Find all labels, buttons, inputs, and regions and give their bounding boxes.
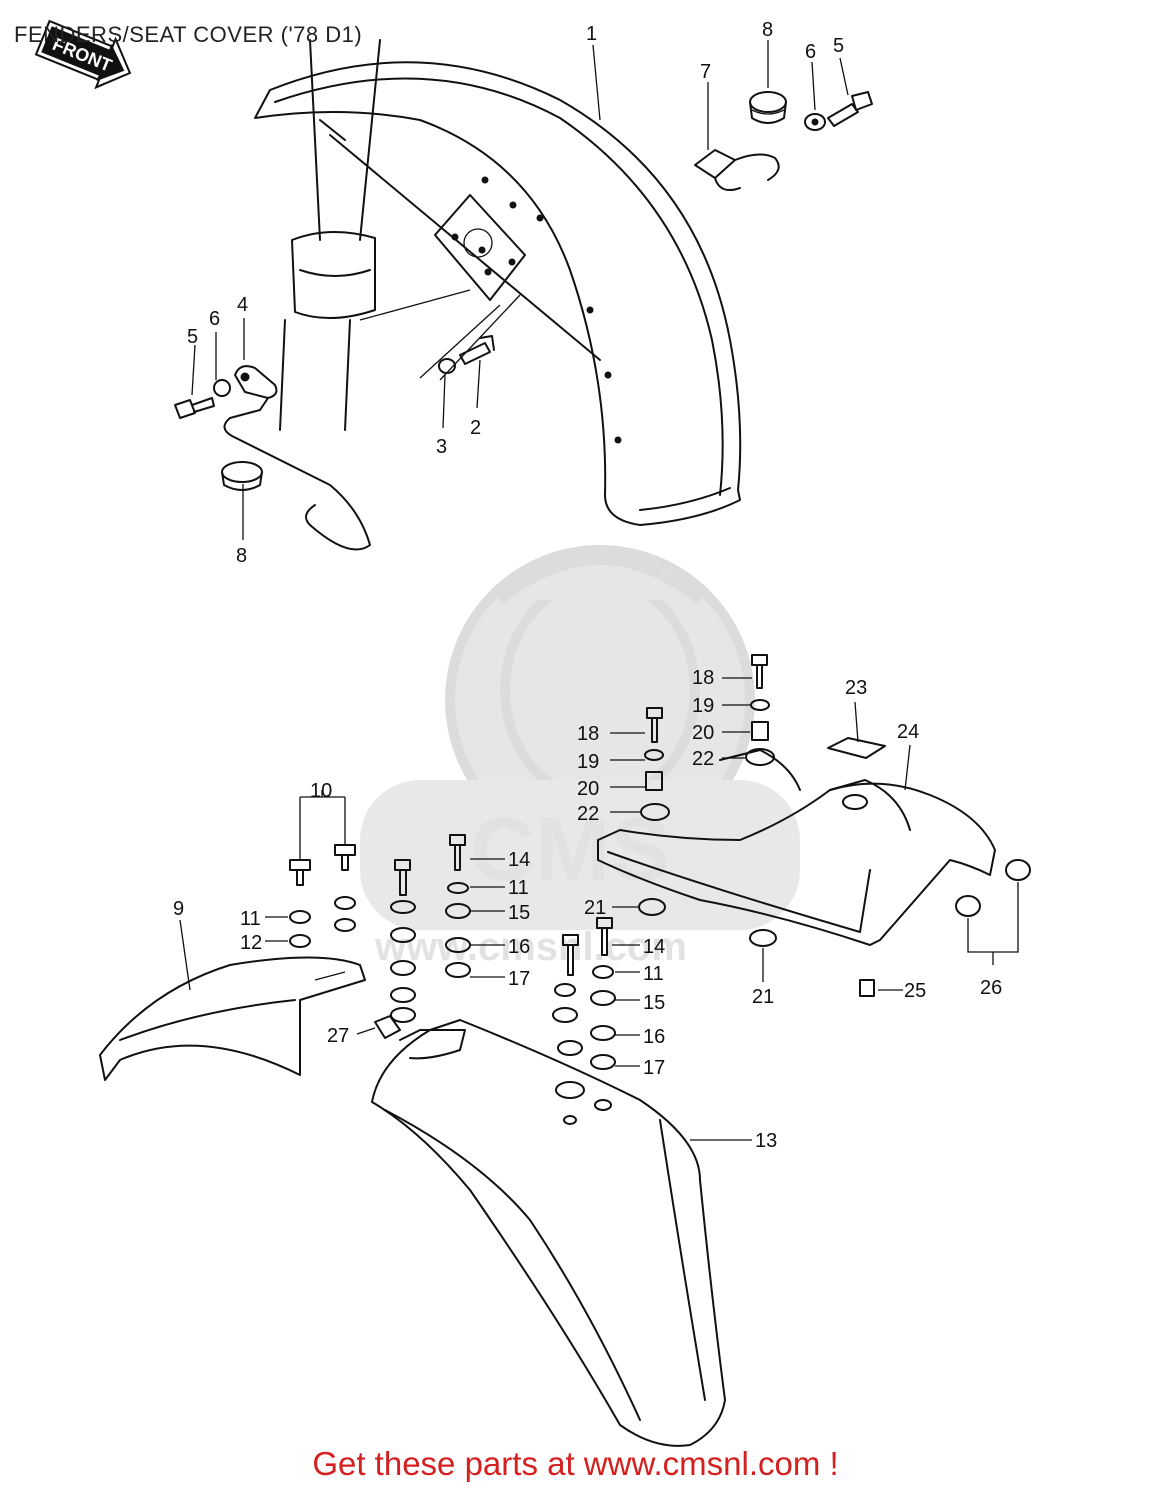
callout-21-b: 21 [752,986,774,1008]
callout-12: 12 [240,932,262,954]
callout-25: 25 [904,980,926,1002]
bolt-10-left [289,859,311,886]
watermark-logo: CMS [470,800,670,900]
bolt-10-right [334,844,356,871]
callout-26: 26 [980,977,1002,999]
clip-25 [859,979,875,997]
nut-6-left [213,379,231,397]
grommets-26 [955,859,1031,917]
grommet-8-lower [221,461,263,491]
callout-8-lower: 8 [236,545,247,567]
callout-15-a: 15 [508,902,530,924]
callout-5-top: 5 [833,35,844,57]
callout-22-a: 22 [577,803,599,825]
watermark-url: www.cmsnl.com [374,925,687,969]
front-fender [254,61,742,526]
callout-3: 3 [436,436,447,458]
grommet-8-top [749,91,787,124]
callout-15-b: 15 [643,992,665,1014]
callout-2: 2 [470,417,481,439]
callout-4: 4 [237,294,248,316]
callout-20-b: 20 [692,722,714,744]
washer-stack-mid [334,859,416,1023]
bolt-2 [459,335,495,365]
callout-24: 24 [897,721,919,743]
callout-5-left: 5 [187,326,198,348]
rear-fender-13 [371,1019,726,1447]
bolt-5-top [827,91,873,127]
callout-1: 1 [586,23,597,45]
callout-22-b: 22 [692,748,714,770]
pad-23 [827,737,886,759]
diagram-title: FENDERS/SEAT COVER ('78 D1) [14,22,363,47]
callout-11-a: 11 [508,877,529,899]
callout-19-a: 19 [577,751,599,773]
callout-13: 13 [755,1130,777,1152]
callout-16-a: 16 [508,936,530,958]
grommet-21-a [638,898,666,916]
nut-6-top [804,113,826,131]
callout-18-a: 18 [577,723,599,745]
callout-labels: 1 8 6 5 7 4 6 5 2 3 8 18 23 19 20 24 18 … [173,19,1002,1152]
grommet-21-b [749,929,777,947]
clip-27 [374,1015,401,1039]
callout-16-b: 16 [643,1026,665,1048]
rear-fender-front-9 [99,956,366,1081]
callout-23: 23 [845,677,867,699]
callout-14-a: 14 [508,849,530,871]
callout-19-b: 19 [692,695,714,717]
callout-17-b: 17 [643,1057,665,1079]
cable-bracket-4 [223,365,371,551]
callout-20-a: 20 [577,778,599,800]
leader-lines [179,40,1019,1141]
front-fork [279,39,471,431]
callout-14-b: 14 [643,936,665,958]
bolt-5-left [174,397,215,419]
callout-11-b: 11 [240,908,261,930]
leader-2-3 [419,294,521,381]
seat-cover-24 [597,749,996,946]
callout-9: 9 [173,898,184,920]
callout-7: 7 [700,61,711,83]
fastener-stack-18-22-b [745,654,775,766]
callout-17-a: 17 [508,968,530,990]
callout-10: 10 [310,780,332,802]
washer-11-left [289,910,311,924]
callout-18-b: 18 [692,667,714,689]
callout-27: 27 [327,1025,349,1047]
washer-12 [289,934,311,948]
fender-bracket-7 [694,149,780,191]
callout-8-top: 8 [762,19,773,41]
callout-11-c: 11 [643,963,664,985]
callout-6-left: 6 [209,308,220,330]
cms-watermark: CMS www.cmsnl.com [360,545,800,969]
callout-21-a: 21 [584,897,606,919]
footer-link-text[interactable]: Get these parts at www.cmsnl.com ! [312,1445,839,1482]
fastener-stack-14-17-b [552,917,616,1070]
fastener-stack-18-22-a [640,707,670,821]
callout-6-top: 6 [805,41,816,63]
